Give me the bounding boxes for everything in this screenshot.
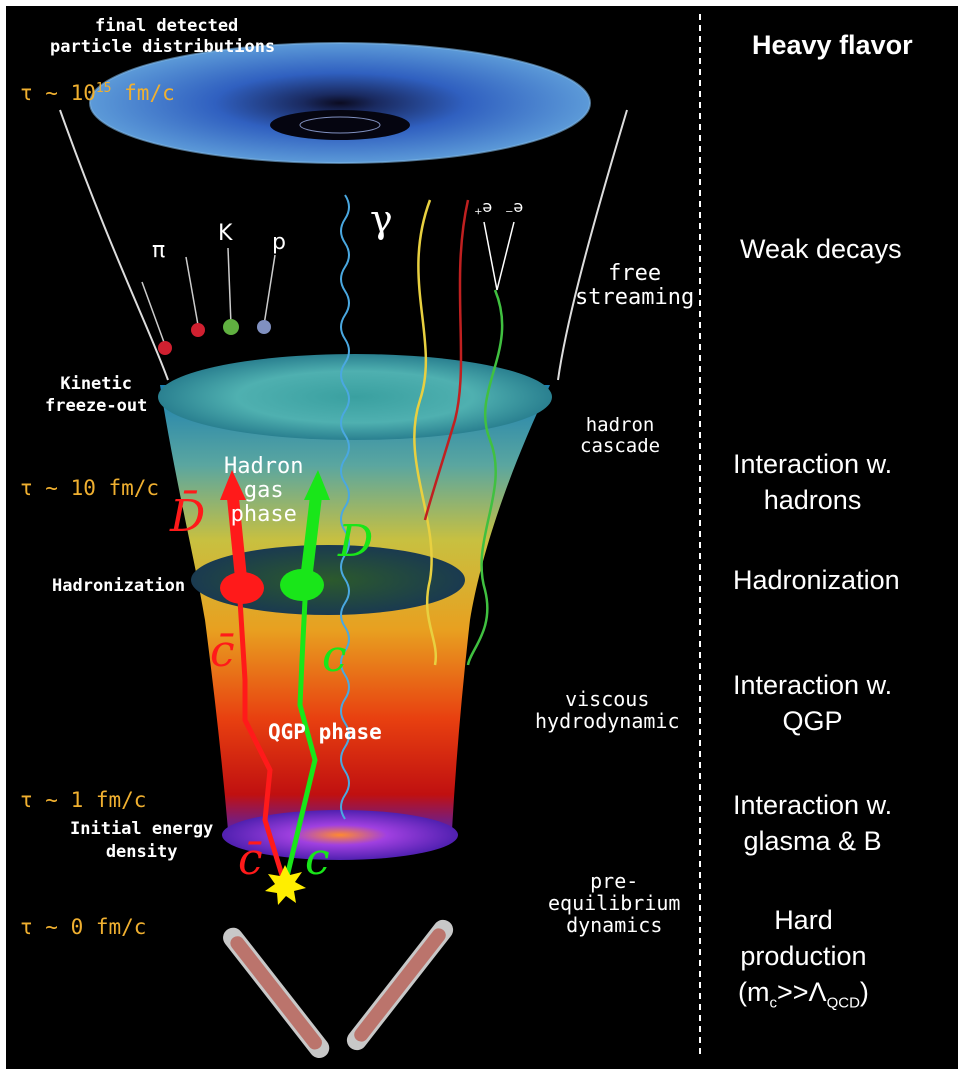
electron-label: e⁻ xyxy=(505,199,524,218)
hadron-label-k: K xyxy=(218,221,233,246)
d-meson-label: D xyxy=(338,516,374,567)
tau-10-label: τ ~ 10 fm/c xyxy=(20,476,160,500)
charm-upper-label: c xyxy=(322,631,347,682)
heavy-flavor-header: Heavy flavor xyxy=(752,30,913,60)
hadron-cascade-label: hadron cascade xyxy=(580,414,661,457)
pre-equilibrium-dynamics-label: pre- equilibrium dynamics xyxy=(548,869,681,937)
hadronization-left-label: Hadronization xyxy=(52,576,186,596)
initial-energy-density-label: Initial energy density xyxy=(70,819,214,862)
interaction-glasma-label: Interaction w. glasma & B xyxy=(733,790,893,856)
hadronization-right-label: Hadronization xyxy=(733,565,900,595)
interaction-qgp-label: Interaction w. QGP xyxy=(733,670,893,736)
gamma-label: γ xyxy=(370,197,393,241)
free-streaming-label: free streaming xyxy=(575,261,695,311)
d-bar-meson-label: D̄ xyxy=(170,491,206,542)
qgp-phase-label: QGP phase xyxy=(268,720,382,744)
weak-decays-label: Weak decays xyxy=(740,234,902,264)
positron-label: e⁺ xyxy=(474,199,493,218)
viscous-hydrodynamic-label: viscous hydrodynamic xyxy=(535,687,680,733)
hard-production-label: Hard production (mc>>ΛQCD) xyxy=(738,905,869,1012)
anti-charm-upper-label: c̄ xyxy=(210,626,235,677)
hadron-label-pi: π xyxy=(152,238,166,263)
tau-0-label: τ ~ 0 fm/c xyxy=(20,915,147,939)
tau-1-label: τ ~ 1 fm/c xyxy=(20,788,147,812)
hadron-gas-phase-label: Hadron gas phase xyxy=(224,454,304,528)
kinetic-freeze-out-label: Kinetic freeze-out xyxy=(45,374,148,417)
interaction-hadrons-label: Interaction w. hadrons xyxy=(733,449,893,515)
charm-lower-label: c xyxy=(305,834,330,885)
hadron-label-p: p xyxy=(272,230,286,255)
anti-charm-lower-label: c̄ xyxy=(238,834,263,885)
final-distributions-label: final detected particle distributions xyxy=(50,16,276,57)
tau-final-label: τ ~ 1015 fm/c xyxy=(20,81,175,105)
